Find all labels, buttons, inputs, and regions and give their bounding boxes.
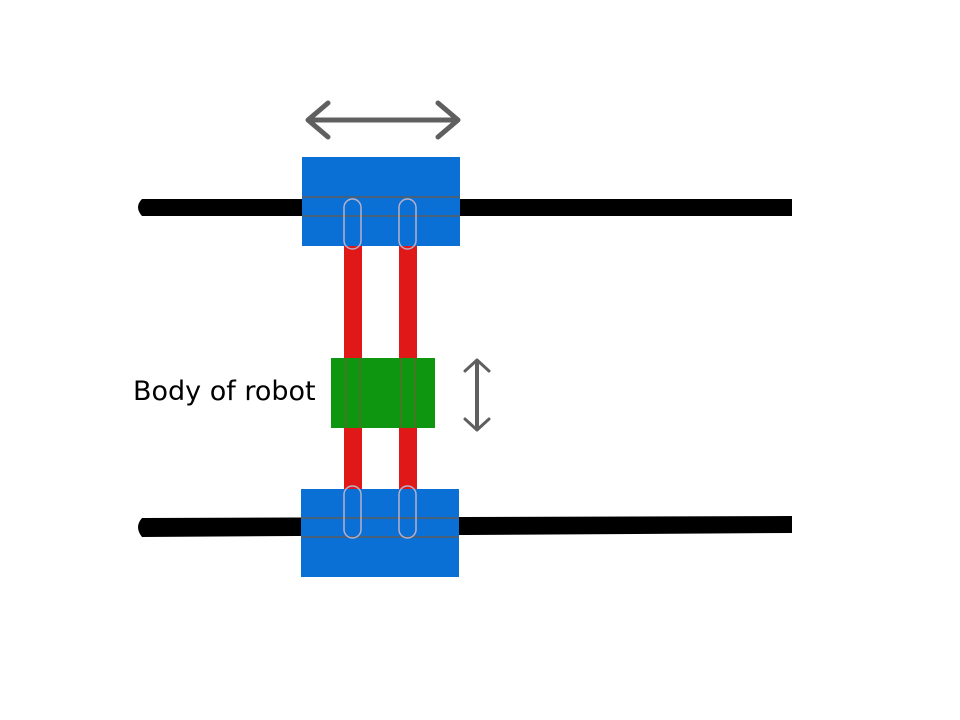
vertical-motion-arrow-icon [463, 358, 491, 432]
robot-body [331, 358, 435, 428]
bottom-right-slot [398, 485, 417, 539]
top-carriage [302, 157, 460, 246]
horizontal-motion-arrow-icon [305, 100, 461, 140]
bottom-left-slot [343, 485, 362, 539]
bottom-rail [138, 516, 792, 537]
top-rail [138, 199, 792, 216]
top-left-slot [343, 198, 362, 250]
body-label: Body of robot [133, 376, 316, 407]
top-right-slot [398, 198, 417, 250]
bottom-carriage [301, 489, 459, 577]
